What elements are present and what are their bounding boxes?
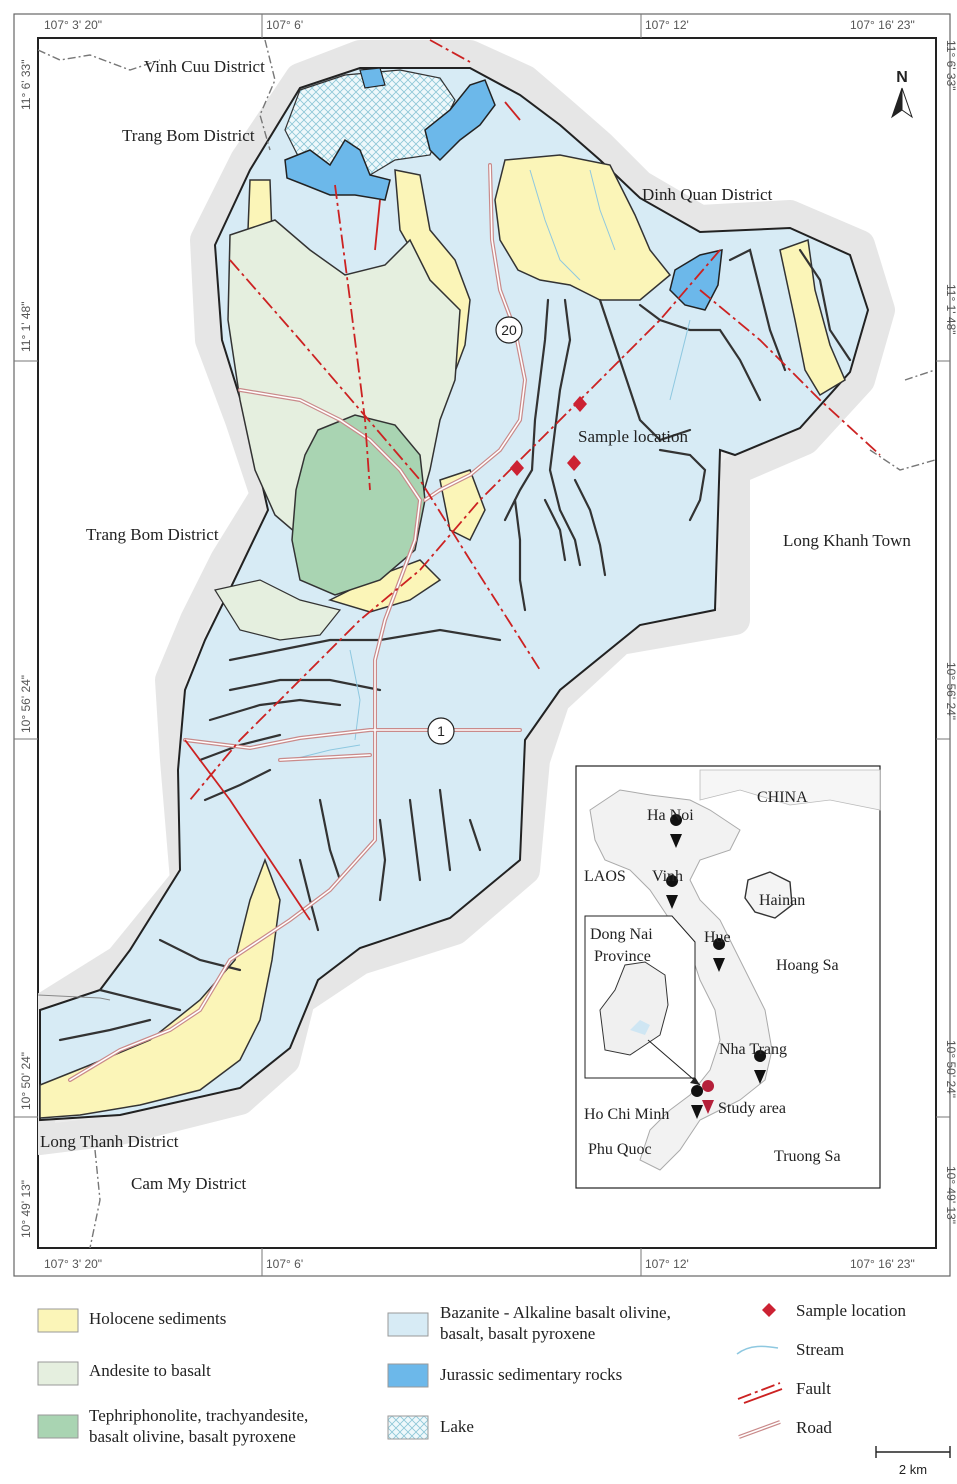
inset-label-hoang-sa: Hoang Sa [776,957,839,974]
scale-label: 2 km [899,1462,927,1477]
inset-map: CHINA Ha Noi LAOS Vinh Hainan Dong Nai P… [575,765,881,1189]
jurassic-top-right [424,79,496,162]
inset-label-dong-nai-2: Province [594,948,651,965]
legend-lake: Lake [440,1417,474,1436]
inset-label-ho-chi-minh: Ho Chi Minh [584,1106,669,1123]
coordinate-frame [13,13,951,1277]
coord-right-1: 11° 6' 33" [944,40,957,91]
inset-label-hainan: Hainan [759,892,805,909]
inset-label-vinh: Vinh [652,868,683,885]
legend-swatch-holocene [37,1308,79,1333]
legend-swatch-stream [736,1345,779,1355]
sample-locations [510,396,587,476]
legend-swatch-sample [762,1303,776,1317]
label-trang-bom-left: Trang Bom District [86,525,219,544]
inset-label-dong-nai-1: Dong Nai [590,926,653,943]
coord-left-2: 11° 1' 48" [19,302,33,353]
legend: Holocene sediments Andesite to basalt Te… [37,1301,907,1446]
coord-bottom-4: 107° 16' 23" [850,1257,915,1271]
coord-top-2: 107° 6' [266,18,303,32]
inset-label-china: CHINA [757,789,808,806]
legend-swatch-tephri [37,1414,79,1439]
north-arrow: N [891,69,913,119]
andesite-strip [214,579,342,641]
inset-label-phu-quoc: Phu Quoc [588,1141,652,1158]
inset-label-hue: Hue [704,929,731,946]
coord-bottom-1: 107° 3' 20" [44,1257,102,1271]
coord-left-1: 11° 6' 33" [19,60,33,111]
legend-jurassic: Jurassic sedimentary rocks [440,1365,622,1384]
label-cam-my: Cam My District [131,1174,246,1193]
sample-marker-1 [573,396,587,412]
label-dinh-quan: Dinh Quan District [642,185,773,204]
legend-tephri-2: basalt olivine, basalt pyroxene [89,1427,296,1446]
coord-top-1: 107° 3' 20" [44,18,102,32]
district-boundaries [38,39,936,1248]
road-20-marker: 20 [495,316,523,344]
coord-left-3: 10° 56' 24" [19,675,33,733]
legend-bazanite-1: Bazanite - Alkaline basalt olivine, [440,1303,671,1322]
holocene-mid [439,469,486,542]
legend-swatch-road [738,1420,781,1439]
legend-andesite: Andesite to basalt [89,1361,211,1380]
sample-marker-2 [510,460,524,476]
coord-top-4: 107° 16' 23" [850,18,915,32]
faults [184,39,881,921]
legend-swatch-bazanite [387,1312,429,1337]
legend-swatch-lake [387,1415,429,1440]
sample-marker-3 [567,455,581,471]
coord-left-5: 10° 49' 13" [19,1180,33,1238]
coord-right-5: 10° 49' 13" [944,1166,957,1224]
legend-stream: Stream [796,1340,844,1359]
holocene-region-e [779,238,846,397]
jurassic-top-left [284,138,391,201]
label-vinh-cuu: Vinh Cuu District [144,57,265,76]
inset-label-nha-trang: Nha Trang [719,1041,787,1058]
inset-hainan [744,871,793,919]
road-20-label: 20 [501,322,517,338]
inset-label-study-area: Study area [718,1100,786,1117]
label-long-khanh: Long Khanh Town [783,531,911,550]
road-1-label: 1 [437,723,445,739]
legend-fault: Fault [796,1379,831,1398]
label-trang-bom-top: Trang Bom District [122,126,255,145]
legend-swatch-fault [737,1382,783,1404]
legend-road: Road [796,1418,832,1437]
coord-bottom-2: 107° 6' [266,1257,303,1271]
inset-pins [666,814,767,1119]
coord-top-3: 107° 12' [645,18,689,32]
streams [289,169,691,761]
legend-sample: Sample location [796,1301,907,1320]
coord-right-3: 10° 56' 24" [944,662,957,720]
jurassic-top [359,67,386,89]
label-long-thanh: Long Thanh District [40,1132,179,1151]
label-sample-location: Sample location [578,427,689,446]
inset-label-truong-sa: Truong Sa [774,1148,841,1165]
coord-bottom-3: 107° 12' [645,1257,689,1271]
inset-china-coast [699,769,881,811]
scale-bar: 2 km [875,1446,951,1477]
north-letter: N [896,69,908,86]
legend-holocene: Holocene sediments [89,1309,226,1328]
legend-bazanite-2: basalt, basalt pyroxene [440,1324,595,1343]
coord-left-4: 10° 50' 24" [19,1052,33,1110]
jurassic-east [669,249,723,311]
holocene-region-ne [494,154,672,301]
coord-right-4: 10° 50' 24" [944,1040,957,1098]
legend-swatch-andesite [37,1361,79,1386]
inset-label-laos: LAOS [584,868,626,885]
legend-swatch-jurassic [387,1363,429,1388]
legend-tephri-1: Tephriphonolite, trachyandesite, [89,1406,308,1425]
road-1-marker: 1 [427,717,455,745]
coord-right-2: 11° 1' 48" [944,284,957,335]
inset-label-ha-noi: Ha Noi [647,807,694,824]
inset-dong-nai-shape [599,961,669,1056]
